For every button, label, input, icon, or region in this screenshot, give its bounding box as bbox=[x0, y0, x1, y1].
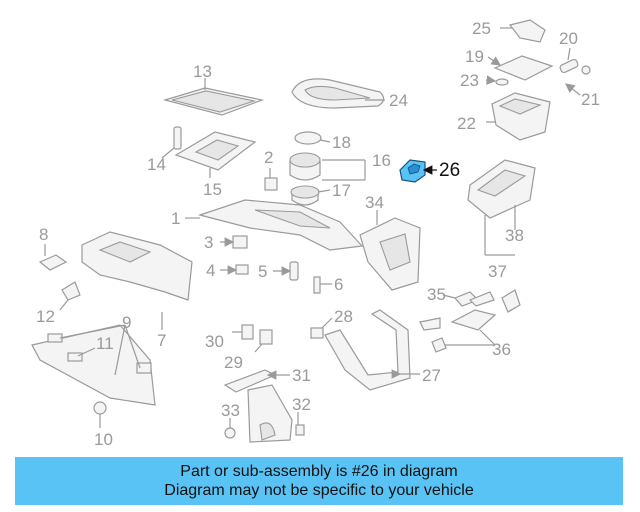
callout-31: 31 bbox=[292, 366, 311, 385]
callout-6: 6 bbox=[334, 275, 343, 294]
part-9-trim bbox=[31, 324, 156, 406]
callout-14: 14 bbox=[147, 155, 166, 174]
part-2-clip bbox=[264, 168, 278, 191]
parts-diagram: 1 2 3 4 5 6 7 8 9 10 11 12 13 14 15 16 1… bbox=[31, 19, 600, 449]
callout-18: 18 bbox=[332, 133, 351, 152]
callout-2: 2 bbox=[264, 148, 273, 167]
callout-17: 17 bbox=[332, 181, 351, 200]
callout-28: 28 bbox=[334, 307, 353, 326]
part-32-cover bbox=[247, 384, 305, 443]
part-15-bezel bbox=[174, 131, 257, 178]
part-23-pin bbox=[485, 75, 509, 86]
callout-5: 5 bbox=[258, 262, 267, 281]
callout-35: 35 bbox=[427, 285, 446, 304]
callout-30: 30 bbox=[205, 332, 224, 351]
part-7-frame bbox=[81, 231, 193, 330]
part-27-side-panel bbox=[324, 309, 420, 391]
part-26-highlighted bbox=[399, 159, 437, 183]
callout-37: 37 bbox=[488, 262, 507, 281]
callout-22: 22 bbox=[457, 114, 476, 133]
callout-34: 34 bbox=[365, 193, 384, 212]
callout-3: 3 bbox=[204, 233, 213, 252]
part-1-console bbox=[185, 199, 364, 251]
part-36-tray bbox=[419, 309, 497, 353]
callout-20: 20 bbox=[559, 29, 578, 48]
callout-15: 15 bbox=[203, 180, 222, 199]
part-29-retainer bbox=[254, 329, 273, 353]
callout-26: 26 bbox=[439, 160, 460, 181]
part-24-lid bbox=[291, 78, 385, 109]
part-5-stud bbox=[273, 261, 299, 281]
caption-line-2: Diagram may not be specific to your vehi… bbox=[164, 482, 474, 499]
part-13-tray bbox=[162, 78, 265, 116]
callout-38: 38 bbox=[505, 226, 524, 245]
part-22-bin bbox=[486, 92, 551, 141]
caption-line-1: Part or sub-assembly is #26 in diagram bbox=[180, 463, 458, 480]
part-8-bracket bbox=[38, 244, 68, 271]
part-20-latch bbox=[559, 47, 579, 74]
callout-32: 32 bbox=[292, 395, 311, 414]
part-30-retainer bbox=[232, 324, 254, 340]
callout-24: 24 bbox=[389, 91, 408, 110]
part-28-clip bbox=[310, 317, 333, 339]
caption-banner: Part or sub-assembly is #26 in diagram D… bbox=[15, 457, 623, 505]
callout-25: 25 bbox=[472, 19, 491, 38]
part-34-panel bbox=[359, 210, 421, 291]
callout-4: 4 bbox=[206, 261, 215, 280]
part-21-spring bbox=[565, 65, 591, 96]
part-6-bolt bbox=[313, 276, 332, 294]
callout-13: 13 bbox=[193, 62, 212, 81]
callout-11: 11 bbox=[96, 334, 114, 353]
part-33-plug bbox=[224, 418, 236, 439]
part-35-pocket bbox=[442, 289, 521, 313]
part-31-trim bbox=[223, 369, 290, 393]
callout-36: 36 bbox=[492, 340, 511, 359]
callout-16: 16 bbox=[372, 151, 391, 170]
callout-29: 29 bbox=[224, 353, 243, 372]
part-12-bracket bbox=[59, 281, 81, 311]
part-19-lid bbox=[487, 55, 554, 81]
part-4-clip bbox=[220, 264, 249, 275]
callout-7: 7 bbox=[157, 331, 166, 350]
callout-8: 8 bbox=[39, 225, 48, 244]
part-25-trim bbox=[500, 19, 546, 43]
callout-21: 21 bbox=[581, 90, 600, 109]
callout-33: 33 bbox=[221, 401, 240, 420]
callout-1: 1 bbox=[171, 209, 180, 228]
callout-27: 27 bbox=[422, 366, 441, 385]
callout-10: 10 bbox=[94, 430, 113, 449]
callout-12: 12 bbox=[36, 307, 55, 326]
part-16-cupholder bbox=[289, 131, 366, 206]
callout-23: 23 bbox=[460, 71, 479, 90]
part-10-plug bbox=[93, 401, 107, 428]
callout-labels: 1 2 3 4 5 6 7 8 9 10 11 12 13 14 15 16 1… bbox=[36, 19, 600, 449]
part-14-post bbox=[161, 126, 182, 159]
callout-19: 19 bbox=[465, 47, 484, 66]
part-3-bracket bbox=[220, 235, 248, 249]
callout-9: 9 bbox=[122, 313, 131, 332]
part-38-bin bbox=[467, 159, 536, 256]
